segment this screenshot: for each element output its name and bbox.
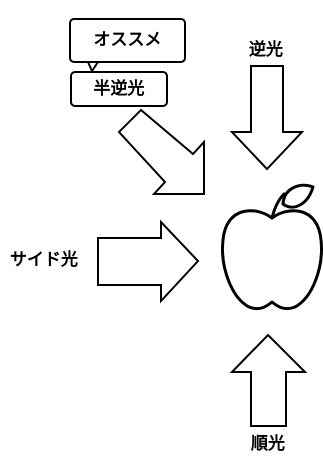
backlight-arrow [229, 65, 305, 171]
side-light-label: サイド光 [10, 250, 78, 270]
half-backlight-arrow [117, 108, 205, 195]
half-backlight-label: 半逆光 [70, 71, 168, 107]
front-light-arrow [229, 333, 308, 427]
recommend-callout-tail [87, 61, 99, 72]
side-light-arrow [97, 219, 200, 304]
recommend-badge: オススメ [69, 18, 186, 63]
backlight-label: 逆光 [249, 40, 283, 60]
apple-icon [221, 183, 323, 311]
front-light-label: 順光 [251, 434, 285, 454]
